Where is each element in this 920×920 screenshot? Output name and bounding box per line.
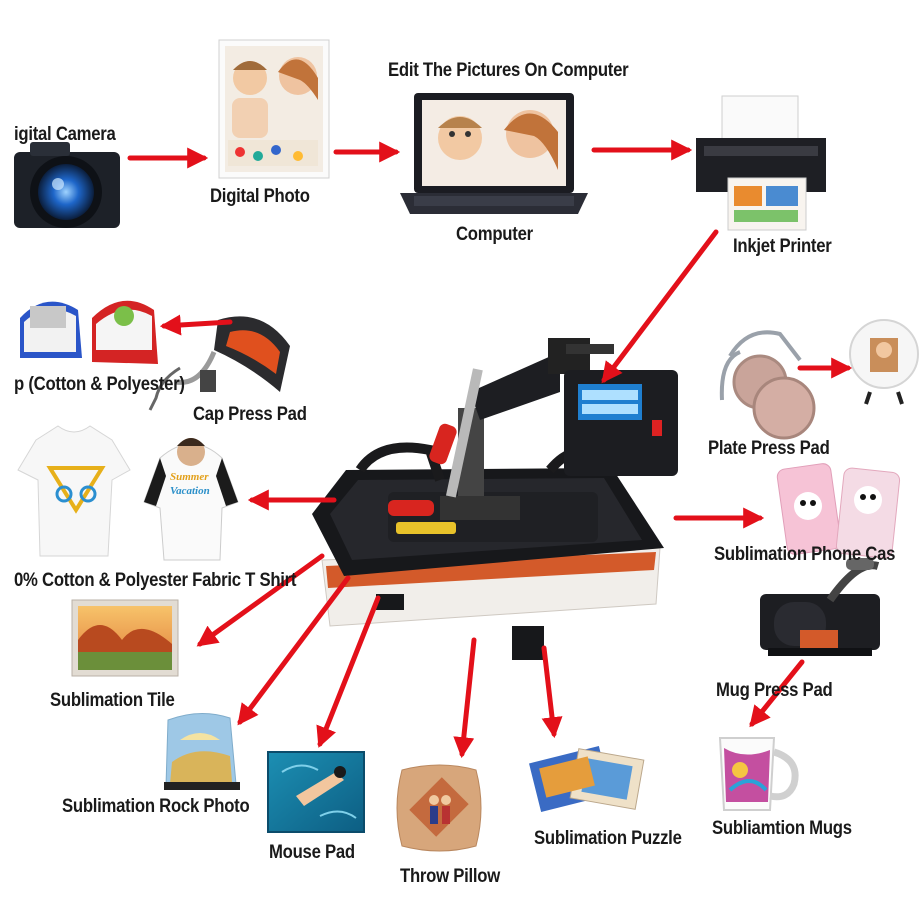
tshirt-print-line-1: Summer xyxy=(170,471,209,483)
printer-icon xyxy=(696,95,826,231)
tile-icon xyxy=(71,599,179,677)
plate-icon xyxy=(849,319,919,405)
label-phone-case: Sublimation Phone Cas xyxy=(714,544,896,565)
label-sublimation-puzzle: Sublimation Puzzle xyxy=(534,828,682,849)
arrow-press-cap xyxy=(159,314,233,336)
label-throw-pillow: Throw Pillow xyxy=(400,866,500,887)
label-mug-press-pad: Mug Press Pad xyxy=(716,680,833,701)
label-cap-press-pad: Cap Press Pad xyxy=(193,404,307,425)
label-cap: p (Cotton & Polyester) xyxy=(14,374,185,395)
arrow-press-puzzle xyxy=(541,645,563,739)
heat-press-icon xyxy=(312,338,678,660)
arrow-press-pillow xyxy=(453,637,477,759)
label-sublimation-tile: Sublimation Tile xyxy=(50,690,175,711)
cap-press-icon xyxy=(148,316,290,411)
cap-icon xyxy=(20,300,158,364)
label-tshirt: 0% Cotton & Polyester Fabric T Shirt xyxy=(14,570,297,591)
camera-icon xyxy=(14,142,120,228)
photo-icon xyxy=(218,39,330,179)
label-camera: igital Camera xyxy=(14,124,116,145)
label-computer: Computer xyxy=(456,224,533,245)
label-mouse-pad: Mouse Pad xyxy=(269,842,355,863)
arrow-press-tile xyxy=(196,553,325,647)
label-sublimation-mugs: Subliamtion Mugs xyxy=(712,818,852,839)
arrow-press-mousepad xyxy=(316,595,381,748)
tshirt-icon xyxy=(17,425,239,561)
puzzle-icon xyxy=(529,746,645,812)
mug-icon xyxy=(718,737,799,811)
arrow-press-rock xyxy=(237,575,351,726)
arrow-mugpress-mug xyxy=(749,659,805,728)
plate-press-icon xyxy=(719,330,816,440)
label-edit-pictures: Edit The Pictures On Computer xyxy=(388,60,629,81)
laptop-icon xyxy=(400,93,588,214)
phone-case-icon xyxy=(776,463,901,559)
arrow-printer-press xyxy=(601,229,719,384)
label-digital-photo: Digital Photo xyxy=(210,186,310,207)
label-inkjet-printer: Inkjet Printer xyxy=(733,236,832,257)
flow-arrows xyxy=(127,139,853,759)
mouse-pad-icon xyxy=(267,751,365,833)
pillow-icon xyxy=(396,764,482,852)
label-rock-photo: Sublimation Rock Photo xyxy=(62,796,250,817)
tshirt-print-line-2: Vacation xyxy=(170,485,210,497)
mug-press-icon xyxy=(760,558,880,656)
rock-photo-icon xyxy=(164,712,240,790)
label-plate-press-pad: Plate Press Pad xyxy=(708,438,830,459)
